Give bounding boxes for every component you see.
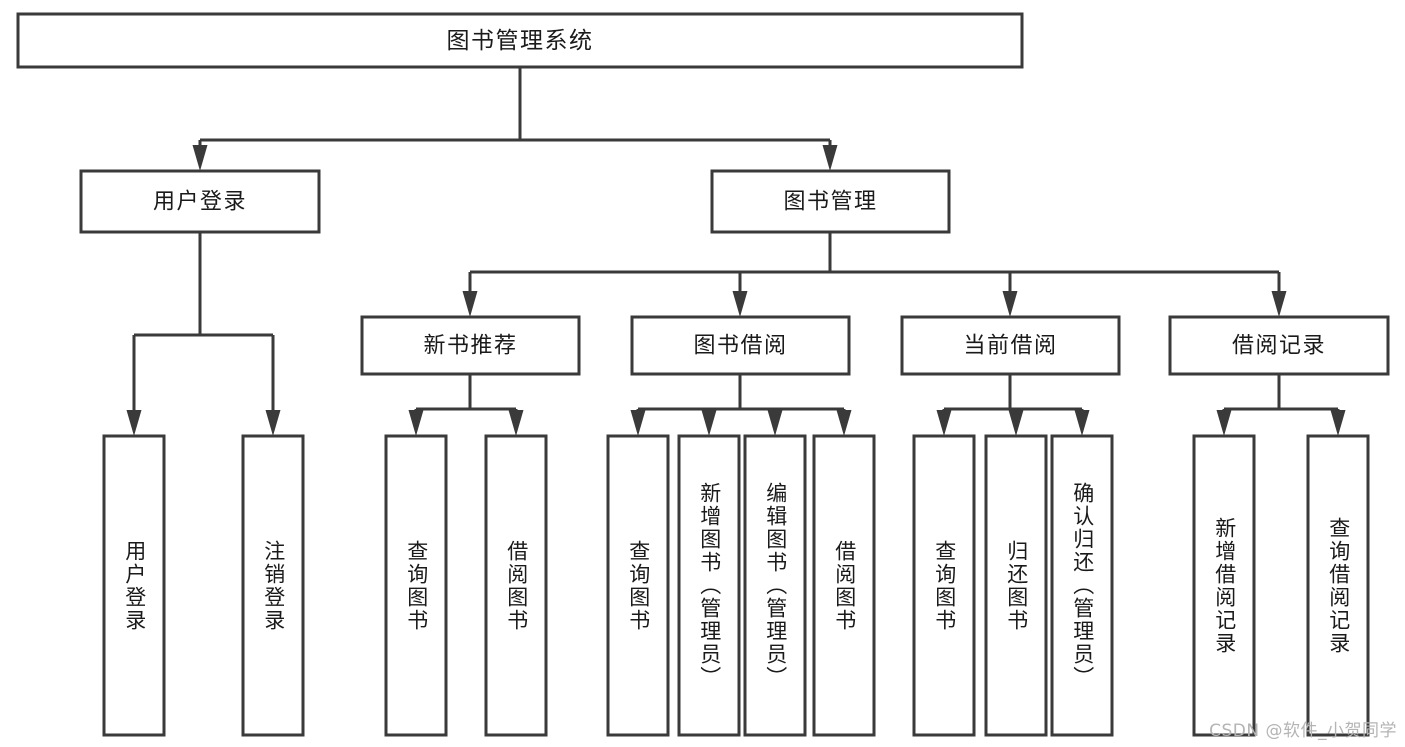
- arrow-head-icon: [462, 291, 478, 317]
- node-box: [812, 434, 876, 737]
- arrow-head-icon: [767, 410, 783, 436]
- arrow-head-icon: [732, 291, 748, 317]
- csdn-watermark: CSDN @软件_小贺同学: [1209, 721, 1397, 741]
- node-box: [241, 434, 305, 737]
- node-box: [16, 12, 1024, 69]
- arrow-head-icon: [701, 410, 717, 436]
- node-leaf-edit-book[interactable]: [743, 434, 807, 737]
- connector-book-manage: [462, 232, 1287, 317]
- node-leaf-query-book-current[interactable]: [912, 434, 976, 737]
- node-new-book-recommend[interactable]: 新书推荐: [360, 315, 581, 376]
- arrow-head-icon: [822, 145, 838, 171]
- node-borrow-record[interactable]: 借阅记录: [1168, 315, 1390, 376]
- node-root[interactable]: 图书管理系统: [16, 12, 1024, 69]
- node-box: [710, 169, 951, 234]
- arrow-head-icon: [1216, 410, 1232, 436]
- node-leaf-borrow-book[interactable]: [812, 434, 876, 737]
- connector-edges-layer: [126, 67, 1346, 436]
- node-leaf-query-book-borrow[interactable]: [606, 434, 670, 737]
- node-label: 用户登录: [153, 190, 247, 215]
- node-leaf-confirm-return[interactable]: [1050, 434, 1114, 737]
- arrow-head-icon: [508, 410, 524, 436]
- node-box: [1050, 434, 1114, 737]
- node-box: [900, 315, 1121, 376]
- node-box: [1306, 434, 1370, 737]
- connector-root: [192, 67, 838, 171]
- node-box: [79, 169, 321, 234]
- node-box: [384, 434, 448, 737]
- arrow-head-icon: [408, 410, 424, 436]
- connector-book-borrow: [630, 374, 852, 436]
- node-box: [1192, 434, 1256, 737]
- node-box: [912, 434, 976, 737]
- arrow-head-icon: [1330, 410, 1346, 436]
- node-leaf-query-book-recommend[interactable]: [384, 434, 448, 737]
- connector-user-login: [126, 232, 281, 436]
- node-current-borrow[interactable]: 当前借阅: [900, 315, 1121, 376]
- node-label: 当前借阅: [963, 334, 1057, 359]
- node-leaf-user-login[interactable]: [102, 434, 166, 737]
- node-leaf-add-borrow-record[interactable]: [1192, 434, 1256, 737]
- node-book-borrow[interactable]: 图书借阅: [630, 315, 851, 376]
- node-leaf-query-borrow-record[interactable]: [1306, 434, 1370, 737]
- node-leaf-borrow-book-recommend[interactable]: [484, 434, 548, 737]
- node-label: 借阅记录: [1232, 334, 1326, 359]
- node-book-manage[interactable]: 图书管理: [710, 169, 951, 234]
- node-label: 图书管理: [783, 190, 877, 215]
- node-box: [984, 434, 1048, 737]
- connector-borrow-record: [1216, 374, 1346, 436]
- node-box: [606, 434, 670, 737]
- node-box: [484, 434, 548, 737]
- arrow-head-icon: [126, 410, 142, 436]
- arrow-head-icon: [836, 410, 852, 436]
- arrow-head-icon: [1008, 410, 1024, 436]
- node-leaf-add-book[interactable]: [677, 434, 741, 737]
- node-label: 图书管理系统: [447, 28, 594, 54]
- arrow-head-icon: [1074, 410, 1090, 436]
- node-box: [630, 315, 851, 376]
- arrow-head-icon: [265, 410, 281, 436]
- node-user-login[interactable]: 用户登录: [79, 169, 321, 234]
- node-leaf-logout[interactable]: [241, 434, 305, 737]
- arrow-head-icon: [936, 410, 952, 436]
- node-leaf-return-book[interactable]: [984, 434, 1048, 737]
- arrow-head-icon: [192, 145, 208, 171]
- arrow-head-icon: [630, 410, 646, 436]
- node-box: [677, 434, 741, 737]
- node-box: [1168, 315, 1390, 376]
- connector-current-borrow: [936, 374, 1090, 436]
- connector-new-book-recommend: [408, 374, 524, 436]
- node-box: [360, 315, 581, 376]
- node-box: [102, 434, 166, 737]
- arrow-head-icon: [1271, 291, 1287, 317]
- node-label: 新书推荐: [423, 334, 517, 359]
- node-box: [743, 434, 807, 737]
- arrow-head-icon: [1002, 291, 1018, 317]
- node-label: 图书借阅: [693, 334, 787, 359]
